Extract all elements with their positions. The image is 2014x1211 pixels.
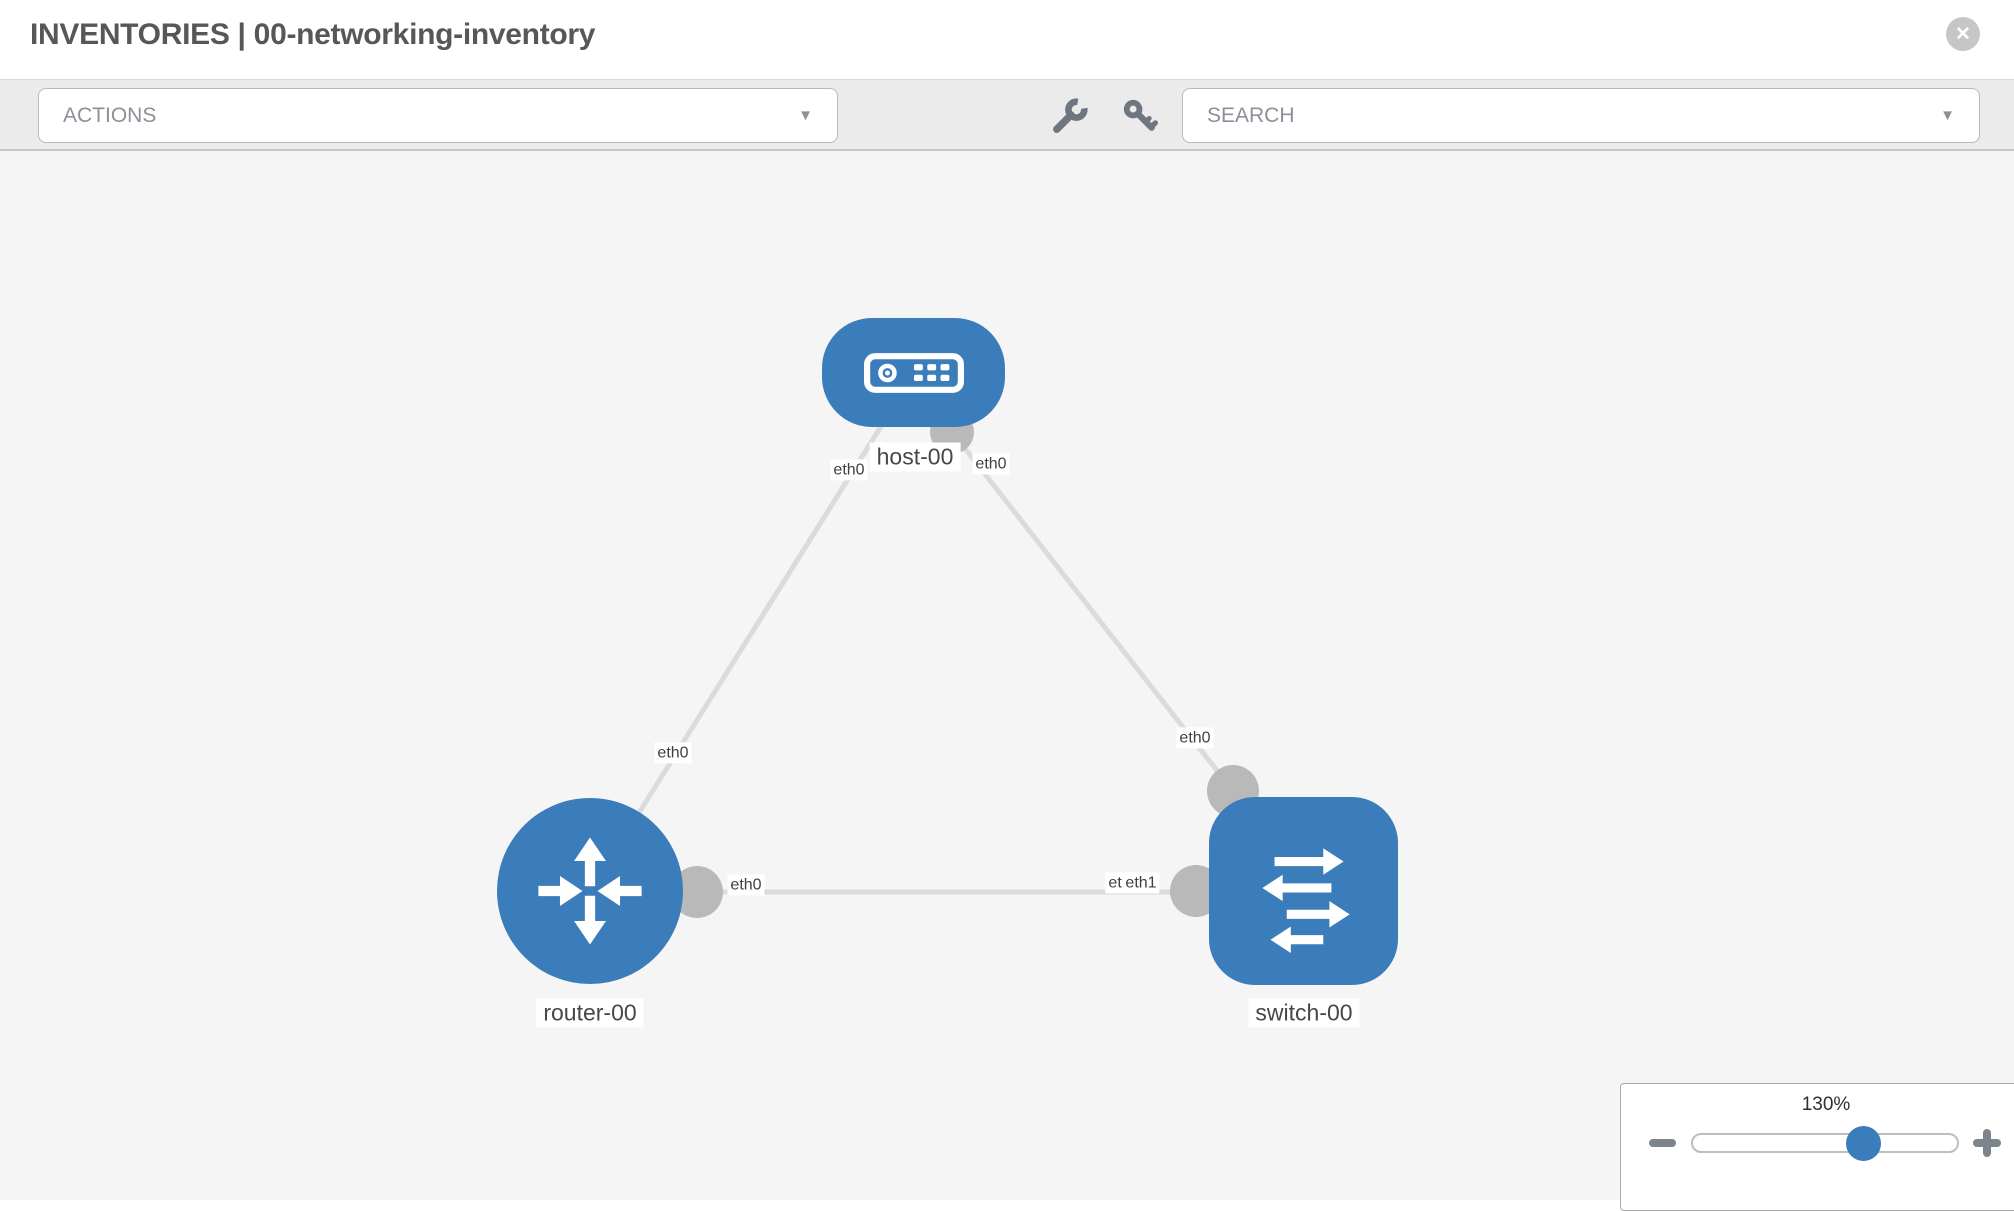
zoom-level-label: 130%	[1801, 1094, 1851, 1115]
interface-label: eth0	[830, 459, 868, 481]
interface-label: eth1	[1122, 872, 1160, 894]
chevron-down-icon: ▼	[798, 107, 813, 124]
actions-dropdown-label: ACTIONS	[63, 103, 157, 127]
zoom-out-button[interactable]	[1649, 1139, 1676, 1147]
host-icon	[863, 352, 964, 393]
zoom-panel: 130%	[1620, 1083, 2014, 1211]
node-label: host-00	[869, 442, 961, 472]
node-router-00[interactable]	[497, 798, 683, 984]
zoom-slider-track[interactable]	[1691, 1133, 1959, 1153]
topology-canvas[interactable]	[0, 151, 2014, 1200]
key-icon[interactable]	[1122, 98, 1158, 134]
router-icon	[538, 837, 642, 945]
node-label: switch-00	[1248, 998, 1360, 1028]
search-dropdown-label: SEARCH	[1207, 103, 1295, 127]
chevron-down-icon: ▼	[1940, 107, 1955, 124]
node-label: router-00	[536, 998, 644, 1028]
toolbar: ACTIONS ▼ SEARCH ▼	[0, 79, 2014, 151]
interface-label: eth0	[1176, 727, 1214, 749]
close-icon: ✕	[1955, 23, 1971, 45]
node-host-00[interactable]	[822, 318, 1005, 427]
search-dropdown[interactable]: SEARCH ▼	[1182, 88, 1980, 143]
switch-icon	[1261, 848, 1350, 953]
zoom-in-button[interactable]	[1973, 1129, 2001, 1157]
page-title: INVENTORIES | 00-networking-inventory	[30, 18, 596, 51]
wrench-icon[interactable]	[1052, 98, 1088, 134]
interface-label: eth0	[972, 453, 1010, 475]
interface-label: eth0	[727, 874, 765, 896]
close-button[interactable]: ✕	[1946, 17, 1980, 51]
interface-label: eth0	[654, 742, 692, 764]
zoom-slider-knob[interactable]	[1846, 1126, 1882, 1161]
actions-dropdown[interactable]: ACTIONS ▼	[38, 88, 838, 143]
page-header: INVENTORIES | 00-networking-inventory ✕	[0, 0, 2014, 79]
node-switch-00[interactable]	[1209, 797, 1398, 985]
